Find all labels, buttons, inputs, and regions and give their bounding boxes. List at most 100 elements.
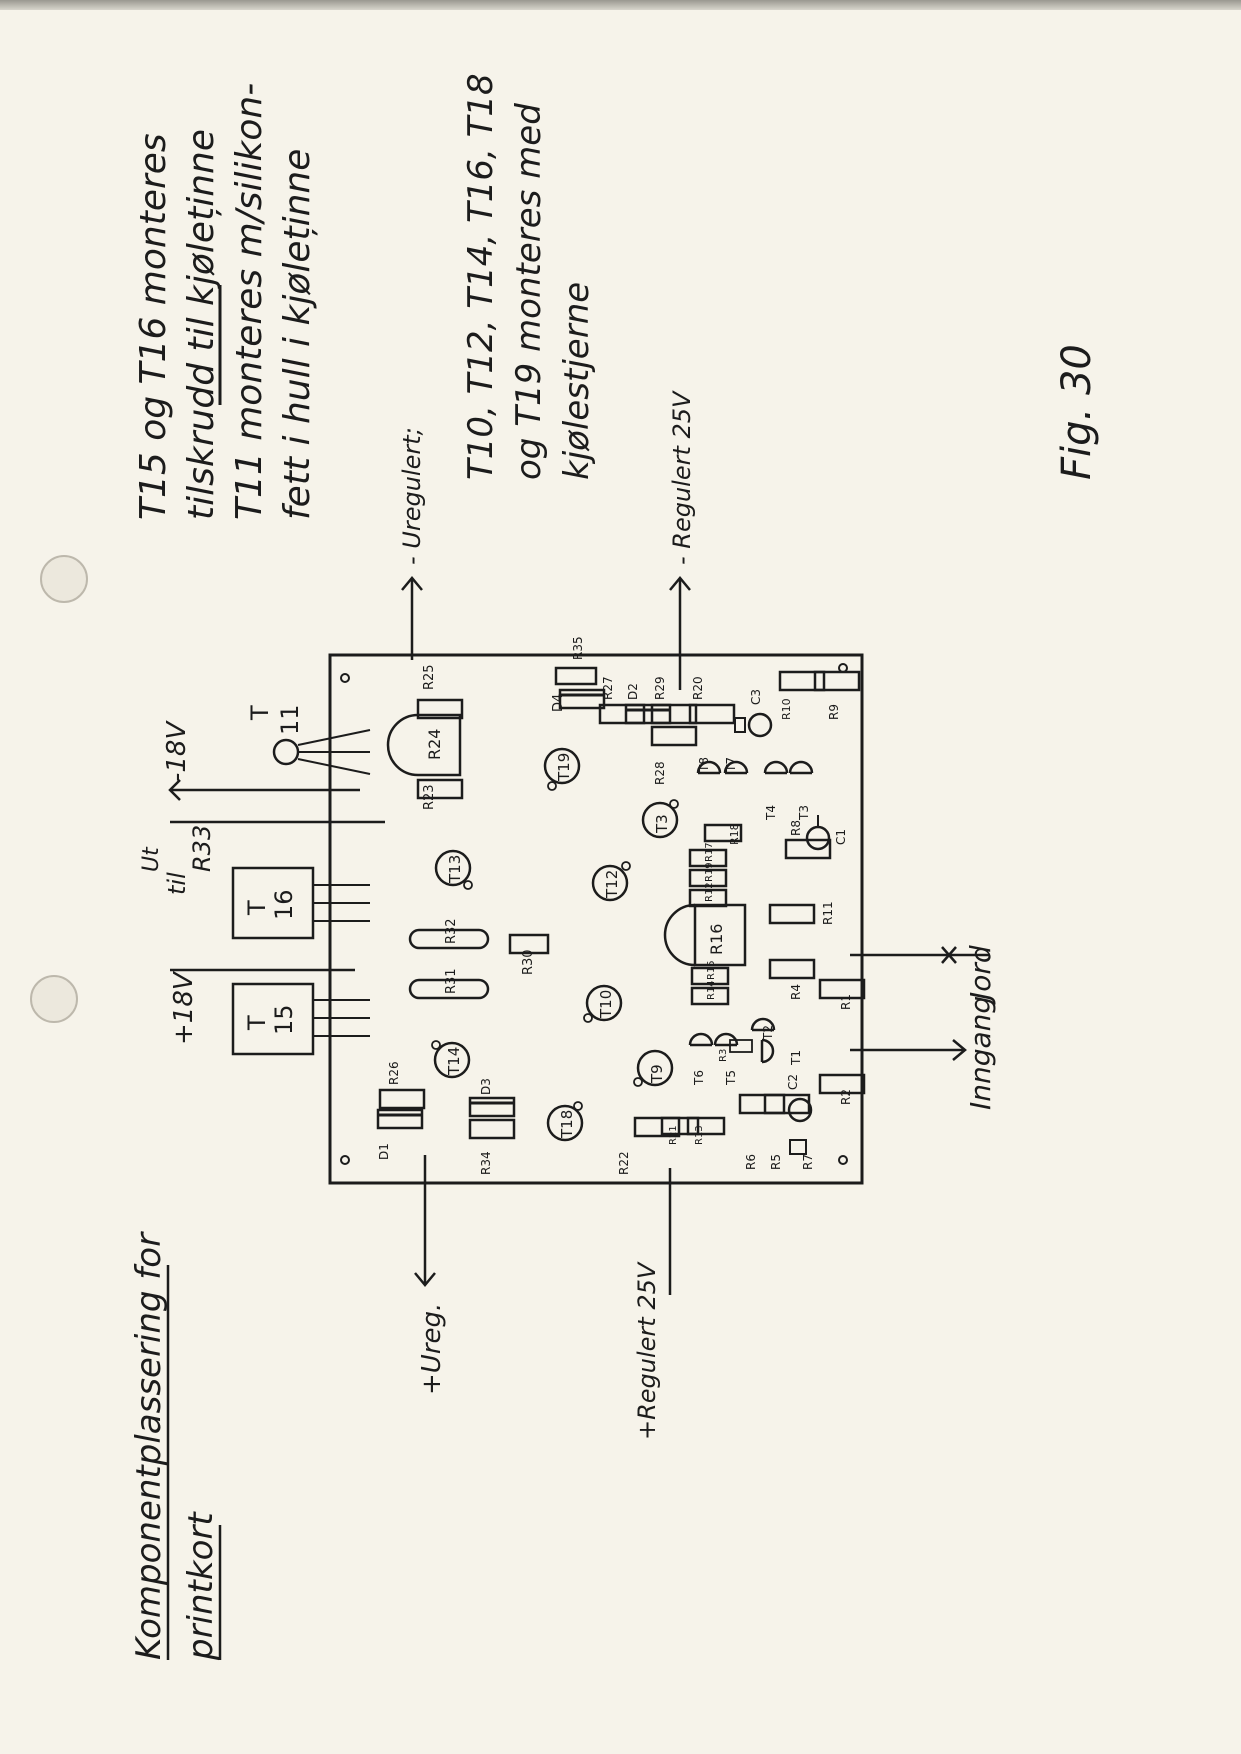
power-transistor-t12: T12 [591, 861, 631, 902]
svg-text:R10: R10 [780, 698, 793, 720]
arrow-plus-unreg [414, 1272, 436, 1287]
svg-text:R2: R2 [839, 1089, 853, 1105]
resistor-r11: R11 [768, 901, 835, 925]
label-minus-18v: -18V [162, 720, 192, 782]
t11-lead-3 [297, 758, 371, 775]
note-heatsink-line-4: fett i hull i kjøleținne [277, 149, 318, 520]
resistor-r31: R31 [408, 968, 490, 1000]
resistor-r4: R4 [768, 958, 816, 1000]
svg-text:R31: R31 [444, 968, 459, 994]
punch-hole-bottom [30, 975, 78, 1023]
mounting-hole-br [838, 1155, 848, 1165]
diode-d3: D3 [468, 1078, 516, 1118]
label-r33: R33 [188, 825, 216, 872]
svg-text:R5: R5 [769, 1154, 783, 1170]
svg-text:R6: R6 [744, 1154, 758, 1170]
svg-text:T13: T13 [446, 855, 464, 884]
svg-text:R32: R32 [444, 918, 459, 944]
resistor-r15: R15 [690, 960, 730, 986]
resistor-r1: R1 [818, 978, 866, 1010]
svg-text:Fig. 30: Fig. 30 [1054, 344, 1100, 480]
scan-edge-shadow [0, 0, 1241, 10]
transistor-t2: T2 [750, 1017, 776, 1041]
svg-text:R28: R28 [653, 761, 667, 785]
arrow-minus-18v [168, 779, 181, 801]
t11-label-t: T [246, 705, 274, 721]
svg-text:R34: R34 [479, 1151, 493, 1175]
svg-text:T7: T7 [724, 757, 738, 773]
svg-text:T19: T19 [555, 753, 573, 782]
svg-text:R25: R25 [422, 664, 437, 690]
label-til: til [163, 872, 191, 895]
svg-text:C1: C1 [834, 829, 848, 845]
figure-label: Fig. 30 [1054, 344, 1100, 480]
t11-lead-1 [297, 729, 371, 746]
svg-text:R3: R3 [718, 1049, 729, 1062]
transistor-t3: T3 [788, 760, 814, 821]
page-title: Komponentplassering for printkort [129, 1231, 222, 1661]
transistor-t6: T6 [688, 1032, 714, 1086]
svg-text:R29: R29 [653, 676, 667, 700]
svg-text:T3: T3 [653, 814, 671, 834]
svg-text:D2: D2 [626, 683, 640, 700]
svg-text:R12: R12 [704, 882, 715, 902]
arrow-minus-reg [669, 576, 691, 591]
diode-d4: D4 [551, 688, 606, 712]
resistor-r10: R10 [778, 670, 826, 720]
resistor-r25: R25 [416, 664, 464, 720]
resistor-r12: R12 [688, 882, 728, 908]
resistor-r29: R29 [650, 676, 698, 725]
note-heatsink-line-2: tilskrudd til kjøleținne [181, 129, 222, 520]
transistor-t8: T8 [696, 757, 722, 775]
svg-text:T9: T9 [648, 1064, 666, 1084]
svg-text:T4: T4 [764, 805, 778, 821]
power-transistor-t18: T18 [546, 1101, 584, 1142]
svg-text:D4: D4 [551, 694, 566, 712]
svg-text:R35: R35 [571, 636, 585, 660]
svg-text:R18: R18 [728, 823, 741, 845]
resistor-r13: R13 [686, 1116, 726, 1145]
svg-text:C2: C2 [786, 1074, 800, 1090]
transistor-t9: T9 [633, 1049, 674, 1087]
svg-text:T2: T2 [761, 1025, 775, 1041]
svg-text:R20: R20 [691, 676, 705, 700]
note-heatstar-line-3: kjølestjerne [557, 282, 597, 480]
svg-text:R21: R21 [668, 1125, 679, 1145]
svg-text:R14: R14 [706, 980, 717, 1000]
svg-text:R4: R4 [789, 984, 803, 1000]
transistor-t7: T7 [723, 757, 749, 775]
svg-text:T1: T1 [789, 1050, 803, 1066]
mounting-hole-bl [340, 1155, 350, 1165]
svg-text:D3: D3 [479, 1078, 493, 1095]
power-transistor-t10: T10 [583, 984, 623, 1023]
svg-text:R17: R17 [704, 842, 715, 862]
svg-text:T5: T5 [724, 1070, 738, 1086]
label-plus-reg: +Regulert 25V [633, 1261, 661, 1440]
resistor-r19: R19 [688, 862, 728, 888]
resistor-r28: R28 [650, 725, 698, 785]
svg-text:C3: C3 [749, 689, 763, 705]
component-r16: R16 [663, 903, 747, 967]
resistor-r26: R26 [378, 1061, 426, 1110]
t11-label-num: 11 [276, 704, 304, 735]
t16-label-num: 16 [270, 889, 298, 920]
resistor-r6: R6 [738, 1093, 786, 1170]
resistor-r32: R32 [408, 918, 490, 950]
note-heatsink: T15 og T16 monteres tilskrudd til kjøleț… [133, 83, 318, 520]
t15-label-t: T [243, 1015, 271, 1031]
resistor-r14: R14 [690, 980, 730, 1006]
note-heatsink-line-1: T15 og T16 monteres [133, 133, 174, 520]
resistor-r30: R30 [508, 933, 550, 975]
svg-text:R19: R19 [704, 862, 715, 882]
resistor-r23: R23 [416, 778, 464, 810]
jord-x-2 [941, 946, 957, 964]
power-transistor-t19: T19 [543, 747, 581, 791]
label-plus-18v: +18V [169, 970, 199, 1045]
svg-text:T6: T6 [692, 1070, 706, 1086]
power-transistor-t14: T14 [431, 1040, 471, 1079]
mounting-hole-tl [340, 673, 350, 683]
svg-text:R16: R16 [707, 924, 726, 955]
note-heatstar: T10, T12, T14, T16, T18 og T19 monteres … [461, 73, 597, 480]
